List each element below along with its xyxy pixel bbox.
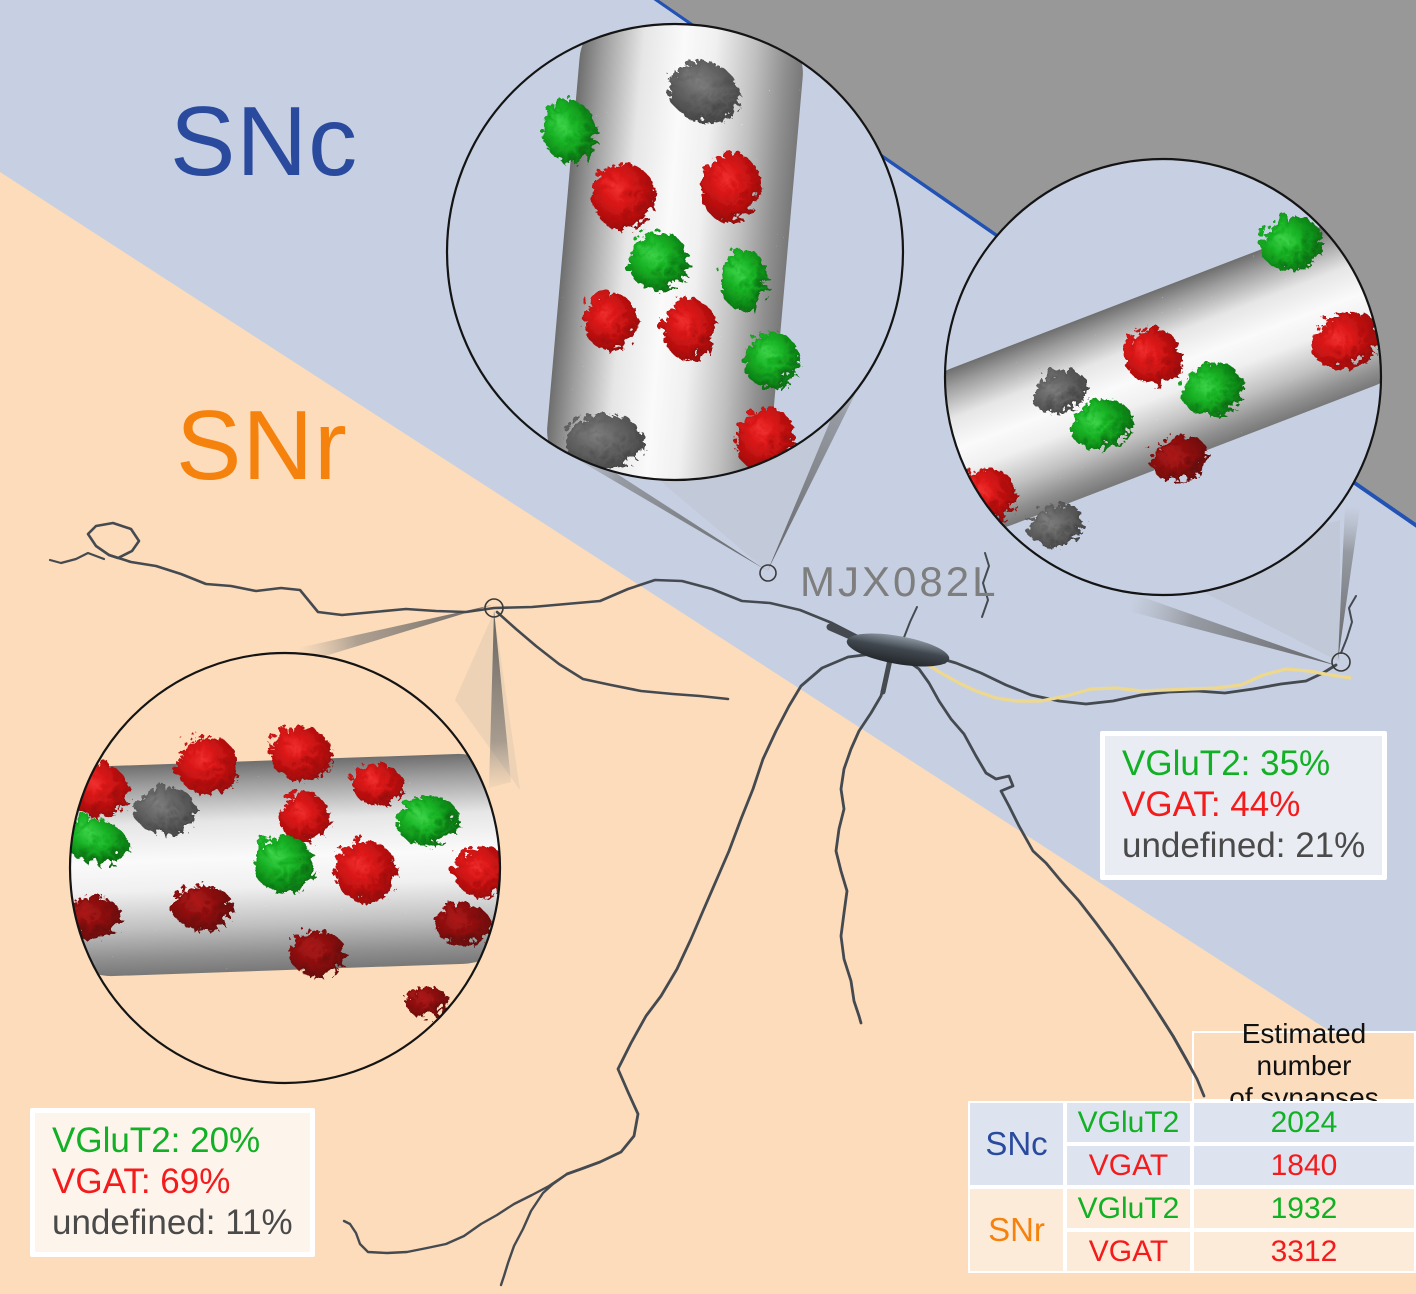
dendrite-branch [342,1172,569,1255]
vgat-synapse [589,159,651,227]
table-value-cell: 1932 [1192,1187,1416,1230]
dendrite-branch [834,656,892,1025]
table-label-cell: VGAT [1065,1144,1192,1187]
dendrite-branch [499,1172,569,1287]
vglut2-synapse [538,95,594,161]
vglut2-synapse [1178,358,1240,414]
vglut2-synapse [393,791,455,843]
inset-snc-distal [943,157,1383,597]
stats-line: undefined: 21% [1122,826,1366,865]
neuron-axon-yellow [921,659,1352,703]
zoom-origin-snc-proximal [759,564,777,582]
vgat-synapse [276,789,326,839]
zoom-origin-snr [484,598,504,618]
dendrite-branch [981,552,990,618]
vgat-synapse [580,289,634,347]
table-label-cell: VGAT [1065,1230,1192,1273]
vglut2-synapse [740,328,796,386]
table-header: Estimated number of synapses [1192,1018,1416,1113]
table-region-snr: SNr [968,1187,1065,1273]
inset-outline [943,157,1383,597]
stats-line: VGluT2: 35% [1122,744,1331,783]
vglut2-synapse [1257,213,1319,267]
dendrite-branch [48,551,106,565]
inset-snr [68,651,502,1085]
inset-snc-proximal [445,22,905,482]
dendrite-branch [86,521,141,560]
snr-percentages-box: VGluT2: 20%VGAT: 69%undefined: 11% [30,1108,315,1257]
synapse-blobs [955,213,1376,543]
vgat-synapse [266,723,328,777]
vgat-synapse [402,983,446,1015]
undefined-synapse [1024,501,1082,543]
inset-outline [68,651,502,1085]
vglut2-synapse [624,229,686,287]
vgat-synapse [286,927,342,973]
vgat-synapse [331,837,393,899]
undefined-synapse [1027,366,1085,410]
table-label-cell: VGluT2 [1065,1101,1192,1144]
vgat-synapse [173,733,235,791]
undefined-synapse [664,57,736,119]
vglut2-synapse [250,833,312,889]
stats-line: VGluT2: 20% [52,1121,261,1160]
snc-percentages-box: VGluT2: 35%VGAT: 44%undefined: 21% [1100,731,1388,880]
neuron-soma [846,633,950,667]
zoom-origin-snc-distal [1331,652,1351,672]
vglut2-synapse [717,246,765,308]
vgat-synapse [732,403,792,469]
vgat-synapse [1121,324,1179,382]
dendrite-branch [930,654,1338,706]
dendrite-branch [1340,595,1357,654]
table-header-line1: Estimated number [1241,1018,1367,1081]
undefined-synapse [561,411,641,465]
snr-region-label: SNr [176,390,348,500]
vglut2-synapse [1067,395,1129,447]
inset-outline [445,22,905,482]
vgat-synapse [451,844,500,894]
table-label-cell: VGluT2 [1065,1187,1192,1230]
vgat-synapse [697,149,757,219]
dendrite-branch [904,658,1206,1098]
table-value-cell: 2024 [1192,1101,1416,1144]
stats-line: VGAT: 69% [52,1162,231,1201]
dendrite-branch [495,610,730,701]
stats-line: VGAT: 44% [1122,785,1301,824]
vgat-synapse [431,900,487,942]
neuron-id-label: MJX082L [800,558,999,605]
dendrite-branch [902,606,918,641]
undefined-synapse [131,783,193,831]
vgat-synapse [348,761,400,801]
dendrite-branch [565,651,882,1176]
vgat-synapse [1308,308,1376,366]
synapse-blobs [538,57,796,469]
vgat-synapse [1147,432,1205,478]
dendrite-branch [107,553,900,650]
table-value-cell: 3312 [1192,1230,1416,1273]
vgat-synapse [169,881,229,927]
vglut2-synapse [70,814,125,862]
stats-line: undefined: 11% [52,1203,293,1242]
snc-region-label: SNc [170,86,359,196]
table-value-cell: 1840 [1192,1144,1416,1187]
zoom-origin-markers [484,564,1351,672]
vgat-synapse [659,295,713,357]
table-region-snc: SNc [968,1101,1065,1187]
